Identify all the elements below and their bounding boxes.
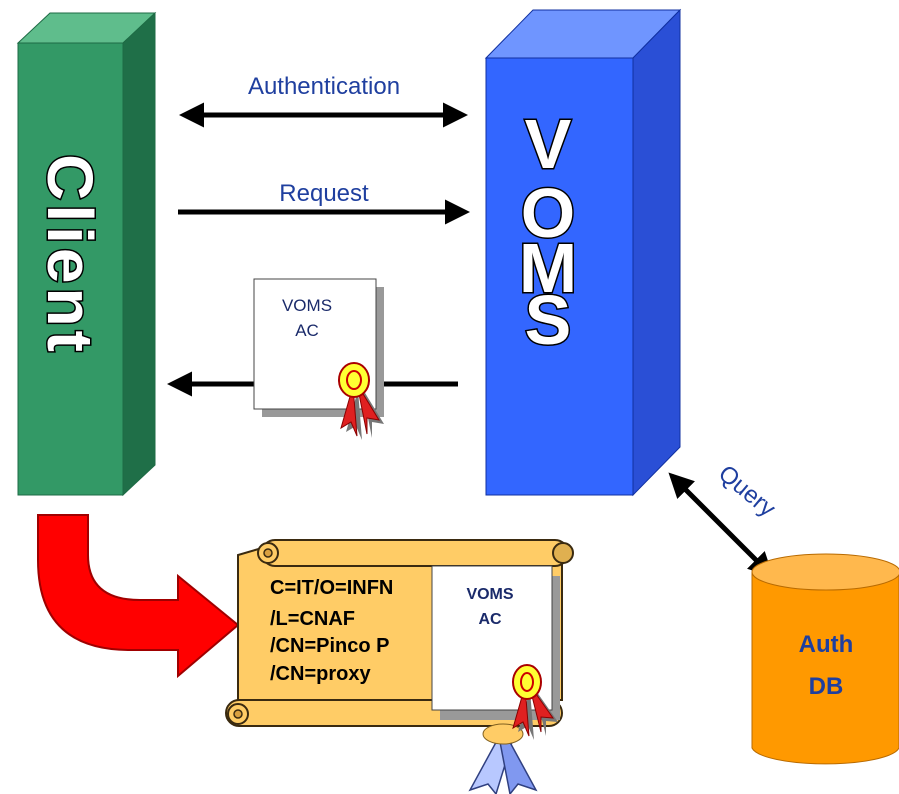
voms-letter-2: M [519, 229, 577, 307]
proxy-line-1: /L=CNAF [270, 608, 355, 630]
voms-box: V O M S [484, 8, 682, 497]
request-label: Request [279, 180, 369, 207]
client-letter-0: C [34, 154, 106, 204]
proxy-voms-ac-certificate: VOMS AC [431, 565, 560, 740]
voms-letter-3: S [525, 281, 572, 359]
proxy-cert-line2: AC [478, 611, 502, 628]
proxy-line-2: /CN=Pinco P [270, 635, 389, 657]
client-box: Client [16, 11, 157, 497]
proxy-scroll: C=IT/O=INFN /L=CNAF /CN=Pinco P /CN=prox… [225, 539, 574, 794]
client-letter-3: e [34, 248, 106, 288]
query-arrow [668, 472, 774, 578]
voms-ac-certificate: VOMS AC [253, 278, 384, 440]
proxy-cert-line1: VOMS [466, 586, 513, 603]
client-label: Client [34, 154, 106, 356]
auth-db-line1: Auth [799, 631, 854, 658]
client-letter-5: t [34, 331, 106, 356]
red-curved-arrow [37, 514, 240, 679]
proxy-line-3: /CN=proxy [270, 663, 371, 685]
client-letter-4: n [34, 287, 106, 330]
query-label: Query [713, 460, 780, 523]
voms-letter-0: V [525, 105, 572, 183]
authentication-label: Authentication [248, 73, 400, 100]
certificate-line2: AC [295, 321, 319, 340]
certificate-line1: VOMS [282, 296, 332, 315]
auth-db-line2: DB [809, 673, 844, 700]
seal-icon [338, 362, 384, 440]
auth-db-cylinder: Auth DB [751, 553, 899, 765]
voms-letter-1: O [521, 174, 575, 252]
client-letter-2: i [34, 226, 106, 248]
proxy-seal-icon [512, 664, 558, 740]
ribbon-icon [468, 723, 538, 794]
proxy-line-0: C=IT/O=INFN [270, 577, 393, 599]
client-letter-1: l [34, 204, 106, 226]
